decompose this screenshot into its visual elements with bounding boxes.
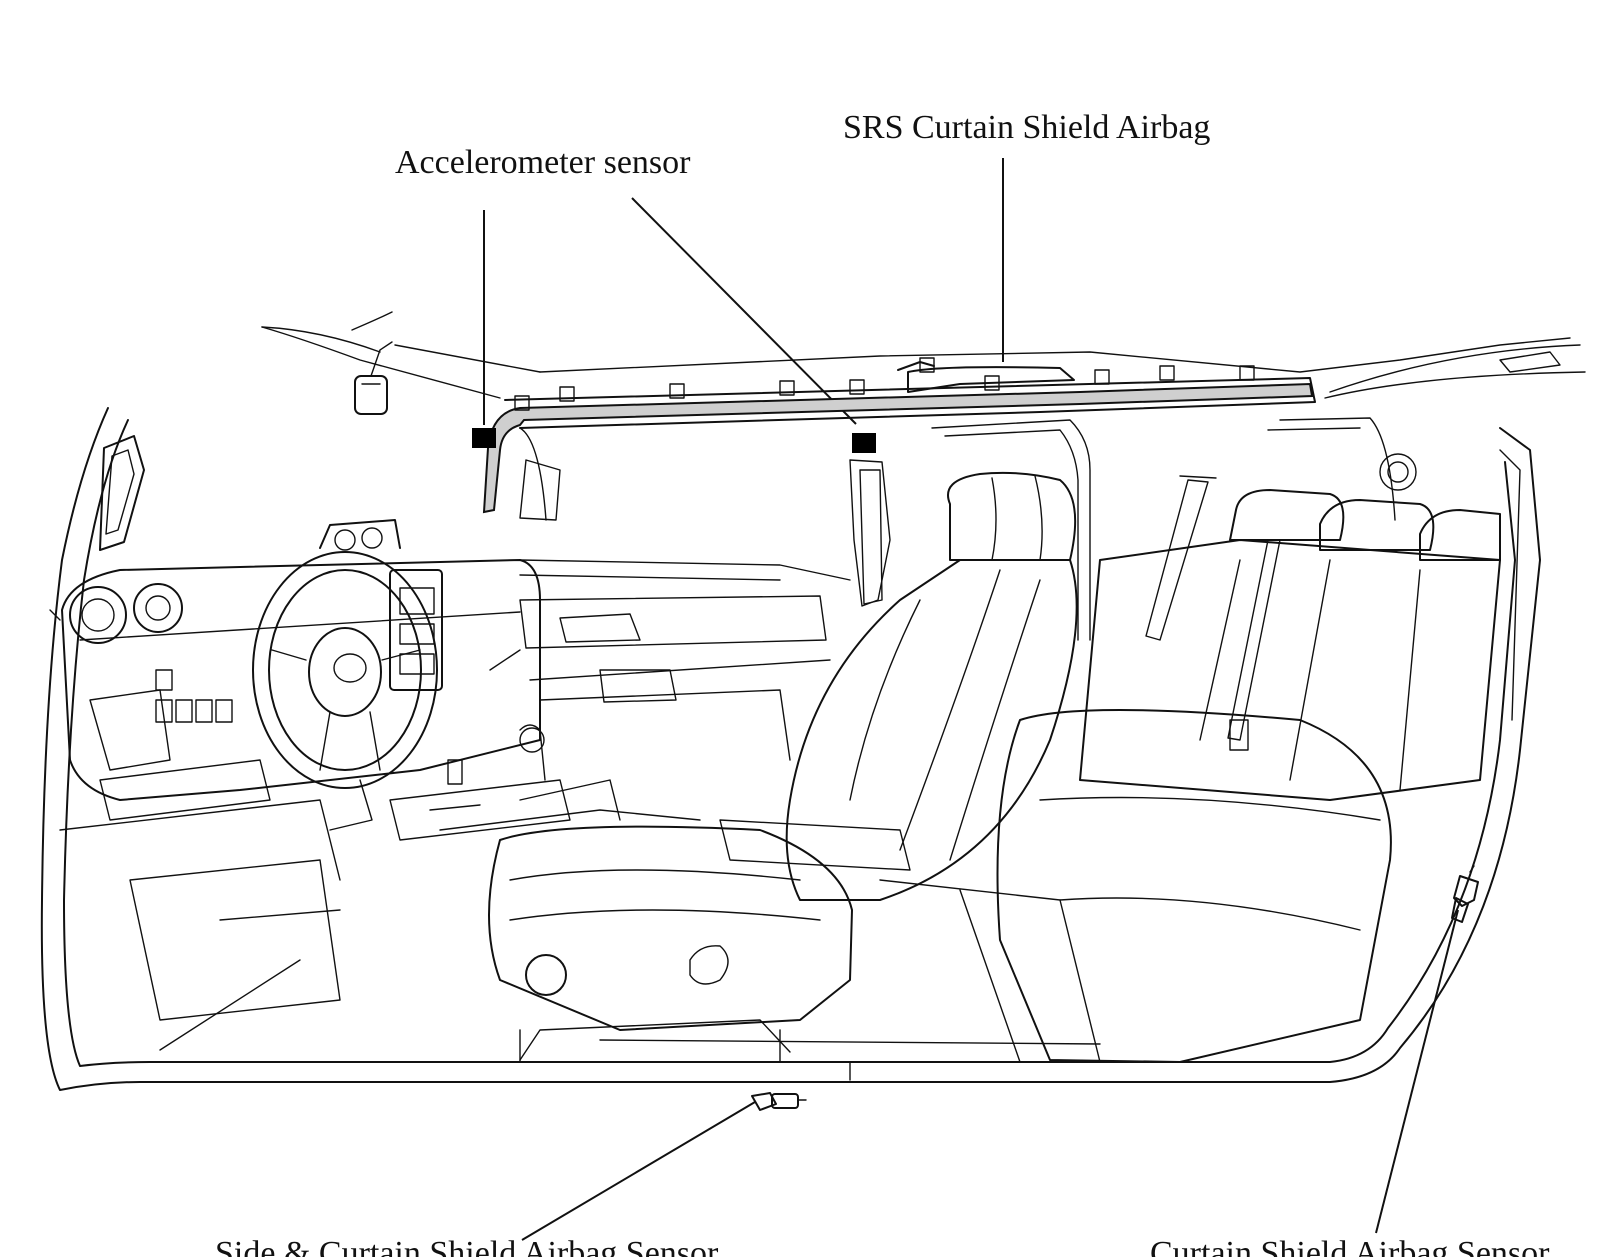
rear-seat — [859, 469, 1501, 1063]
front-seat — [488, 471, 1078, 1063]
accelerometer-sensor-left-marker — [472, 428, 496, 448]
door-window-frames — [519, 417, 1521, 721]
rear-view-mirror — [354, 341, 393, 415]
door-frame — [40, 407, 1541, 1091]
steering-wheel — [252, 551, 438, 831]
side-curtain-sensor-leader — [521, 1101, 756, 1241]
srs-curtain-airbag-module — [482, 357, 1316, 514]
dashboard — [59, 519, 851, 1051]
accelerometer-sensor-right-marker — [852, 433, 876, 453]
door-trim-panel — [489, 595, 831, 761]
leader-lines — [483, 158, 1459, 1241]
srs-curtain-shield-airbag-label: SRS Curtain Shield Airbag — [843, 109, 1210, 146]
curtain-shield-airbag-sensor — [1451, 865, 1479, 923]
side-curtain-shield-airbag-sensor-label: Side & Curtain Shield Airbag Sensor — [215, 1235, 719, 1257]
side-curtain-shield-airbag-sensor — [751, 1092, 807, 1111]
floor — [599, 819, 1101, 1081]
curtain-shield-airbag-sensor-label: Curtain Shield Airbag Sensor — [1150, 1235, 1550, 1257]
roof-outline — [261, 311, 1586, 399]
center-console — [389, 724, 701, 841]
accelerometer-right-leader — [631, 197, 857, 425]
curtain-sensor-leader — [1375, 909, 1459, 1234]
accelerometer-sensor-label: Accelerometer sensor — [395, 144, 691, 181]
